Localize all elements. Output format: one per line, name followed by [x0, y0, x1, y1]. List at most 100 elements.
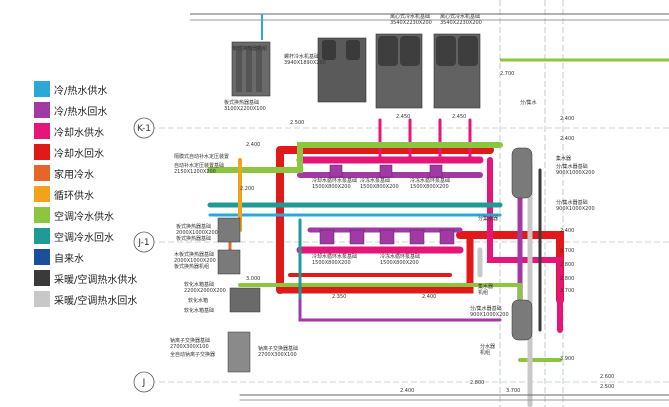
pipe-ac-chilled-supply	[207, 142, 503, 173]
label-chiller1: 离心式冷水机基础	[390, 13, 430, 20]
elev-label: 2.800	[560, 262, 574, 268]
label-collector2-b: 机组	[478, 289, 488, 296]
label-cw-pump2-size: 1500X800X200	[410, 184, 449, 190]
label-divider1-size: 900X1000X200	[556, 206, 595, 212]
label-chiller2-size: 3540X2230X200	[440, 20, 482, 26]
label-softener-base2: 软化水箱基础	[184, 307, 214, 314]
pump	[379, 229, 395, 245]
legend-label: 自来水	[54, 253, 84, 265]
label-ct-pump1: 冷却水循环水泵基础	[312, 177, 357, 184]
label-collector2: 集水器	[478, 283, 493, 290]
hx-fin	[236, 46, 242, 92]
elev-label: 3.900	[560, 356, 574, 362]
legend-item: 空调冷水供水	[34, 207, 114, 223]
chiller-head	[346, 40, 360, 60]
legend-swatch	[34, 228, 50, 244]
elev-label: 2.450	[452, 114, 466, 120]
hx-fin	[246, 46, 252, 92]
grid-label-j1: J-1	[137, 238, 149, 248]
label-screw: 螺杆冷水机基础	[284, 53, 319, 60]
grid-marker-j1: J-1	[133, 231, 155, 253]
elev-label: 3.700	[560, 248, 574, 254]
grid-circle	[133, 117, 155, 139]
label-plate-hx3: 板式换热器基础	[176, 235, 211, 242]
pipe-cooling-supply	[487, 157, 563, 333]
legend-swatch	[34, 270, 50, 286]
legend-swatch	[34, 186, 50, 202]
pipe-cooling-supply-riser	[378, 118, 472, 162]
legend-item: 循环供水	[34, 186, 94, 202]
pump	[379, 164, 393, 178]
elev-label: 2.400	[400, 388, 414, 394]
elev-label: 2.500	[290, 120, 304, 126]
label-plate-hx2-size: 2000X1000X200	[176, 230, 218, 236]
label-divider3: 分水器	[480, 343, 495, 350]
labels: 离心式冷水机基础 3540X2230X200 离心式冷水机基础 3540X223…	[170, 13, 614, 394]
label-collector1-base: 分/集水器基础	[556, 163, 588, 170]
label-plate-hx5: 板式换热器机组	[174, 263, 209, 270]
side-equipment	[217, 147, 533, 373]
legend-item: 采暖/空调热水供水	[34, 270, 137, 286]
legend-swatch	[34, 249, 50, 265]
legend-label: 冷却水供水	[54, 127, 104, 139]
label-ct-pump2-size: 1500X800X200	[312, 260, 351, 266]
pump	[429, 164, 443, 178]
label-divider-top: 分/集水	[520, 99, 537, 106]
label-plate-hx-top: 板式换热器机组	[232, 45, 267, 52]
label-plate-hx-base: 板式换热器基础	[224, 99, 259, 106]
elev-label: 2.500	[600, 384, 614, 390]
label-divider3-b: 机组	[480, 349, 490, 356]
grid-marker-k1: K-1	[133, 117, 155, 139]
pipe-chilled-return	[298, 298, 502, 322]
grid-label-j: J	[142, 378, 146, 388]
legend-label: 家用冷水	[54, 169, 94, 181]
chiller-head	[378, 36, 398, 66]
legend-label: 冷却水回水	[54, 148, 104, 160]
label-plate-hx4-size: 2000X1000X200	[174, 258, 216, 264]
label-sodium-full: 全自动钠离子交换器	[170, 351, 215, 358]
label-dosing: 隔膜式自动补水定压装置	[174, 153, 229, 160]
label-plate-hx4: 木板式换热器基础	[174, 251, 214, 258]
legend-label: 空调冷水回水	[54, 232, 114, 244]
legend-label: 空调冷水供水	[54, 211, 114, 223]
legend-swatch	[34, 165, 50, 181]
grid-circle	[133, 231, 155, 253]
legend-swatch	[34, 102, 50, 118]
legend-swatch	[34, 81, 50, 97]
label-plate-hx2: 板式换热器基础	[176, 223, 211, 230]
elev-label: 2.400	[246, 142, 260, 148]
legend-swatch	[34, 144, 50, 160]
label-divider1: 分/集水器基础	[556, 199, 588, 206]
label-chiller2: 离心式冷水机基础	[440, 13, 480, 20]
equipment	[231, 33, 481, 109]
elev-label: 3.000	[246, 276, 260, 282]
legend-label: 循环供水	[54, 190, 94, 202]
legend-item: 空调冷水回水	[34, 228, 114, 244]
grid-circle	[133, 371, 155, 393]
chiller-head	[322, 40, 336, 60]
elev-label: 2.400	[560, 136, 574, 142]
legend-item: 冷却水回水	[34, 144, 104, 160]
label-cw-pump-size: 1500X800X200	[360, 184, 399, 190]
hx-fin	[256, 46, 262, 92]
label-collector1-size: 900X1000X200	[556, 170, 595, 176]
pump	[329, 164, 343, 178]
label-cw-pump: 冷冻水泵基础	[360, 177, 390, 184]
label-ct-pump1-size: 1500X800X200	[312, 184, 351, 190]
top-pipes	[190, 13, 669, 62]
sodium-exchanger	[227, 331, 251, 373]
grid-label-k1: K-1	[137, 124, 151, 134]
legend-swatch	[34, 123, 50, 139]
chiller-head	[400, 36, 420, 66]
elev-label: 2.400	[560, 228, 574, 234]
elev-label: 2.700	[500, 71, 514, 77]
label-plate-hx-base-size: 3100X2200X100	[224, 106, 266, 112]
label-softener: 软化水箱	[188, 297, 208, 304]
water-collector	[511, 147, 533, 199]
water-divider	[511, 299, 533, 341]
main-pipes	[207, 118, 669, 407]
legend-item: 冷/热水回水	[34, 102, 107, 118]
legend-item: 家用冷水	[34, 165, 94, 181]
elev-label: 2.400	[422, 294, 436, 300]
